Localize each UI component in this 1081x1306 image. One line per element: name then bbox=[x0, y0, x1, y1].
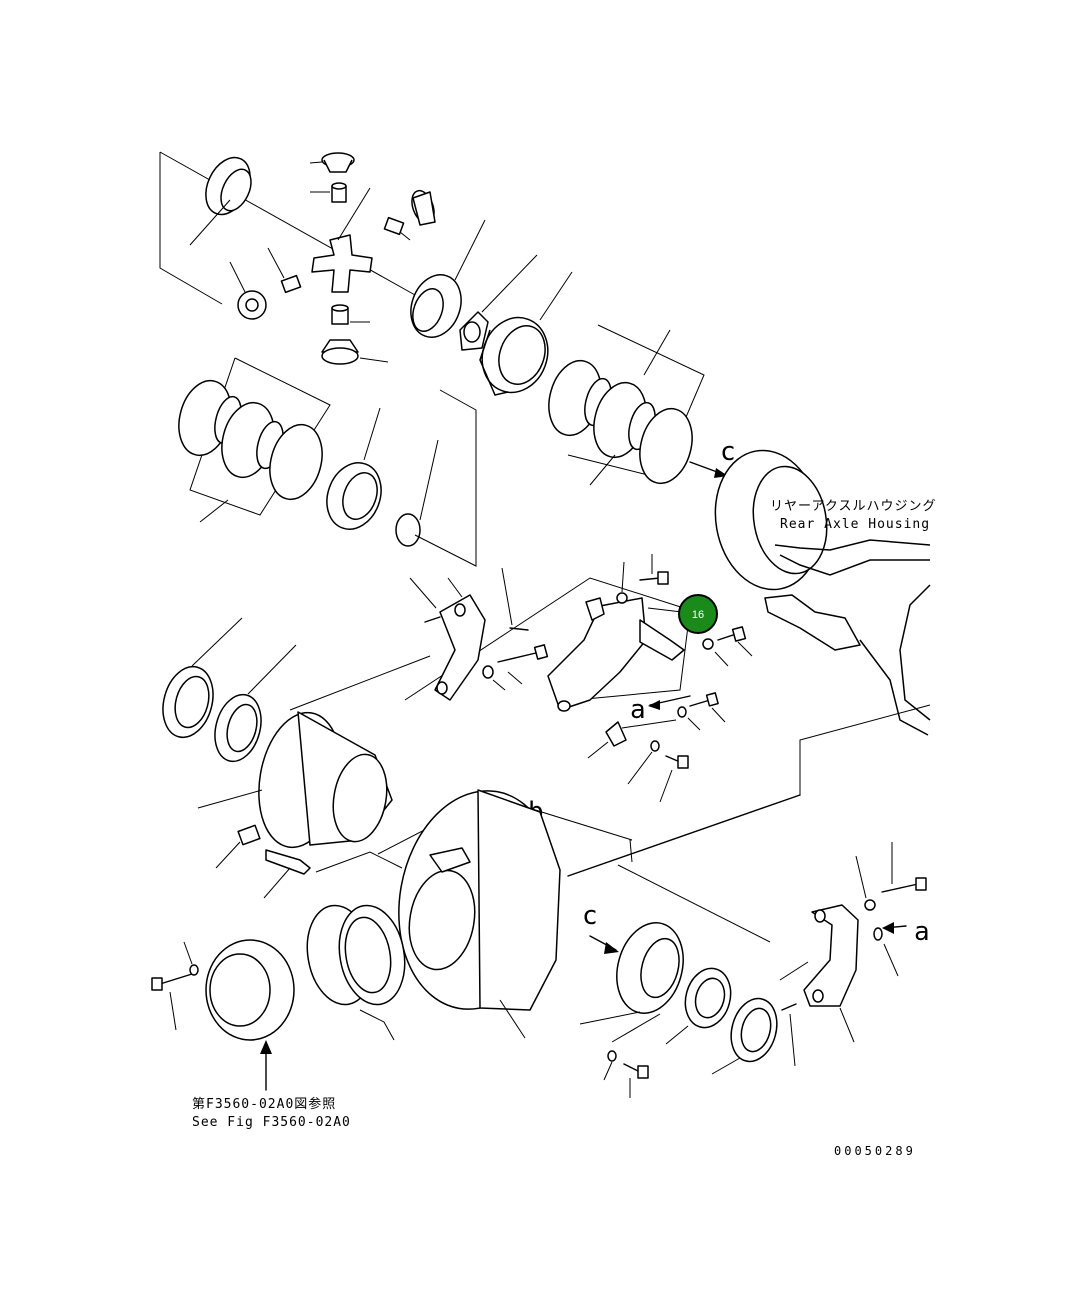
bearing-cup-left bbox=[214, 644, 297, 763]
see-fig-en: See Fig F3560-02A0 bbox=[192, 1115, 351, 1130]
differential-gear-group bbox=[159, 151, 573, 396]
bearing-cone-left bbox=[162, 617, 243, 739]
bearing-cap-right-half bbox=[779, 842, 927, 1043]
bearing-cone-right bbox=[711, 997, 778, 1075]
small-bolts-bottom bbox=[603, 1003, 797, 1098]
bushing-right bbox=[383, 216, 411, 241]
pinion-gear-right bbox=[411, 189, 436, 226]
arrow-c-top: c bbox=[689, 437, 736, 478]
differential-carrier bbox=[197, 655, 431, 849]
callout-16[interactable]: 16 bbox=[647, 594, 718, 634]
housing-label-en: Rear Axle Housing bbox=[780, 517, 930, 532]
ref-letter-a-middle: a bbox=[630, 695, 646, 725]
arrow-a-middle: a bbox=[630, 695, 691, 725]
callout-16-label[interactable]: 16 bbox=[692, 609, 704, 621]
leader-bracket-left bbox=[414, 389, 477, 567]
side-gear-right bbox=[410, 219, 486, 338]
pinion-gear-bottom bbox=[321, 339, 389, 365]
lock-bolts-lower bbox=[587, 692, 726, 803]
ref-letter-a-bottom: a bbox=[914, 917, 930, 947]
spider-cross bbox=[311, 187, 373, 293]
see-fig-note: 第F3560-02A0図参照 See Fig F3560-02A0 bbox=[192, 1096, 351, 1130]
bearing-retainer bbox=[151, 939, 295, 1091]
bushing-left bbox=[267, 247, 302, 294]
drawing-number: 00050289 bbox=[834, 1144, 916, 1158]
pinion-gear-top bbox=[309, 152, 355, 173]
bearing-cap-right-assembly bbox=[579, 922, 684, 1043]
arrow-a-bottom: a bbox=[882, 917, 930, 947]
housing-label-jp: リヤーアクスルハウジング bbox=[770, 499, 936, 514]
leader-b-end bbox=[629, 839, 633, 863]
side-gear-left bbox=[189, 156, 252, 246]
arrow-c-bottom: c bbox=[582, 901, 619, 954]
see-fig-jp: 第F3560-02A0図参照 bbox=[192, 1096, 336, 1112]
ref-letter-c-bottom: c bbox=[582, 901, 598, 931]
leader-to-right-cap bbox=[617, 864, 771, 943]
ring-gear-case bbox=[398, 704, 931, 1039]
right-friction-disc-group bbox=[548, 324, 705, 486]
pinion-gear-left bbox=[229, 261, 267, 320]
bearing-cap-group bbox=[404, 554, 753, 712]
piston-left bbox=[326, 407, 382, 530]
differential-case-half bbox=[479, 271, 573, 396]
bushing-top bbox=[310, 182, 347, 203]
left-friction-disc-group bbox=[178, 357, 331, 523]
carrier-bolts bbox=[215, 824, 403, 899]
thrust-washer bbox=[459, 254, 538, 351]
plate-small-left bbox=[395, 439, 439, 547]
callout-16-circle[interactable] bbox=[678, 594, 718, 634]
ref-letter-c-top: c bbox=[720, 437, 736, 467]
seal-rings bbox=[306, 904, 406, 1041]
rear-axle-housing: リヤーアクスルハウジング Rear Axle Housing bbox=[714, 449, 936, 736]
bushing-bottom bbox=[331, 304, 370, 325]
bearing-cup-right bbox=[665, 967, 732, 1045]
